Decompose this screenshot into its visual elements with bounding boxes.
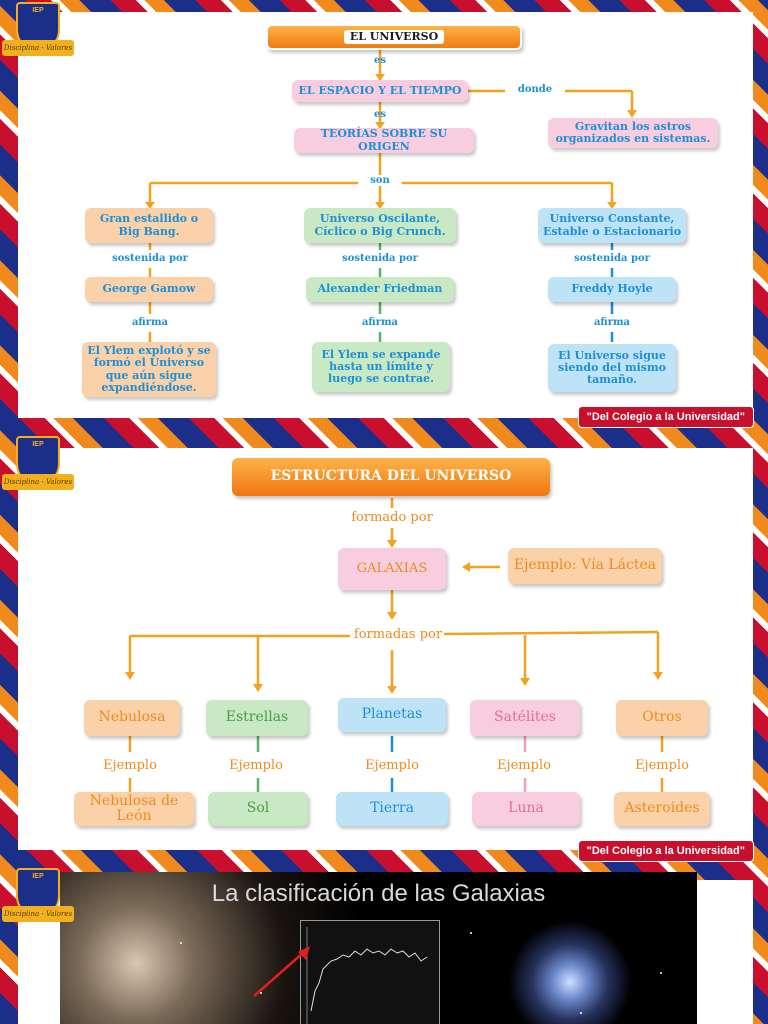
diagram-title-text: EL UNIVERSO [343, 29, 445, 45]
slide-panel [18, 448, 753, 850]
spiral-galaxy-image [500, 912, 640, 1024]
author-friedman: Alexander Friedman [306, 277, 454, 302]
star-dot [580, 1012, 582, 1014]
logo-initials: IEP [32, 441, 44, 448]
connector-label-es-2: es [374, 109, 386, 120]
connector-label-donde: donde [505, 84, 565, 95]
concept-galaxias: GALAXIAS [338, 548, 446, 590]
label-afirma-3: afirma [593, 317, 631, 328]
slide-estructura-universo: ESTRUCTURA DEL UNIVERSO formado por GALA… [0, 432, 768, 864]
concept-teorias: TEORÍAS SOBRE SU ORIGEN [294, 128, 474, 153]
school-logo: IEP Disciplina - Valores [2, 436, 74, 496]
theory-big-crunch: Universo Oscilante, Cíclico o Big Crunch… [304, 208, 456, 243]
star-dot [260, 992, 262, 994]
item-otros: Otros [616, 700, 708, 736]
school-logo: IEP Disciplina - Valores [2, 868, 74, 928]
galaxy-photo: La clasificación de las Galaxias [60, 872, 697, 1024]
concept-gravitan: Gravitan los astros organizados en siste… [548, 118, 718, 148]
slide-el-universo: EL UNIVERSO es EL ESPACIO Y EL TIEMPO do… [0, 0, 768, 432]
star-dot [470, 932, 472, 934]
connector-lines [125, 498, 664, 792]
connector-label-formado: formado por [351, 510, 433, 525]
connector-label-son: son [358, 175, 402, 186]
label-ejemplo-1: Ejemplo [103, 758, 157, 773]
logo-ribbon: Disciplina - Valores [2, 906, 74, 922]
author-gamow: George Gamow [85, 277, 213, 302]
example-via-lactea: Ejemplo: Vía Láctea [508, 548, 662, 584]
claim-estacionario: El Universo sigue siendo del mismo tamañ… [548, 344, 676, 392]
label-ejemplo-3: Ejemplo [365, 758, 419, 773]
example-sol: Sol [208, 792, 308, 826]
theory-big-bang: Gran estallido o Big Bang. [85, 208, 213, 243]
example-tierra: Tierra [336, 792, 448, 826]
star-dot [180, 942, 182, 944]
slogan-badge: "Del Colegio a la Universidad" [577, 406, 754, 428]
claim-big-bang: El Ylem explotó y se formó el Universo q… [82, 342, 216, 397]
label-sostenida-2: sostenida por [342, 253, 418, 264]
example-nebulosa-leon: Nebulosa de León [74, 792, 194, 826]
example-asteroides: Asteroides [614, 792, 710, 826]
label-afirma-2: afirma [361, 317, 399, 328]
item-nebulosa: Nebulosa [84, 700, 180, 736]
school-logo: IEP Disciplina - Valores [2, 2, 74, 62]
author-hoyle: Freddy Hoyle [548, 277, 676, 302]
logo-initials: IEP [32, 7, 44, 14]
item-planetas: Planetas [338, 698, 446, 732]
red-arrow-icon [253, 946, 310, 997]
label-ejemplo-4: Ejemplo [497, 758, 551, 773]
logo-ribbon: Disciplina - Valores [2, 40, 74, 56]
label-ejemplo-5: Ejemplo [635, 758, 689, 773]
diagram-title: EL UNIVERSO [266, 24, 522, 50]
label-sostenida-3: sostenida por [574, 253, 650, 264]
example-luna: Luna [472, 792, 580, 826]
item-estrellas: Estrellas [206, 700, 308, 736]
theory-estacionario: Universo Constante, Estable o Estacionar… [538, 208, 686, 243]
claim-big-crunch: El Ylem se expande hasta un límite y lue… [312, 342, 450, 392]
plot-trace [306, 927, 428, 1024]
slide-clasificacion-galaxias: La clasificación de las Galaxias IEP Dis… [0, 864, 768, 1024]
logo-ribbon: Disciplina - Valores [2, 474, 74, 490]
concept-espacio-tiempo: EL ESPACIO Y EL TIEMPO [292, 80, 468, 102]
item-satelites: Satélites [470, 700, 580, 736]
connector-label-formadas: formadas por [353, 627, 443, 642]
spectrum-plot-image [300, 920, 440, 1024]
slide-title: La clasificación de las Galaxias [211, 880, 546, 907]
label-ejemplo-2: Ejemplo [229, 758, 283, 773]
slogan-badge: "Del Colegio a la Universidad" [577, 840, 754, 862]
star-dot [660, 972, 662, 974]
connector-label-es: es [374, 55, 386, 66]
logo-initials: IEP [32, 873, 44, 880]
label-afirma-1: afirma [131, 317, 169, 328]
label-sostenida-1: sostenida por [112, 253, 188, 264]
diagram-title: ESTRUCTURA DEL UNIVERSO [232, 458, 550, 496]
